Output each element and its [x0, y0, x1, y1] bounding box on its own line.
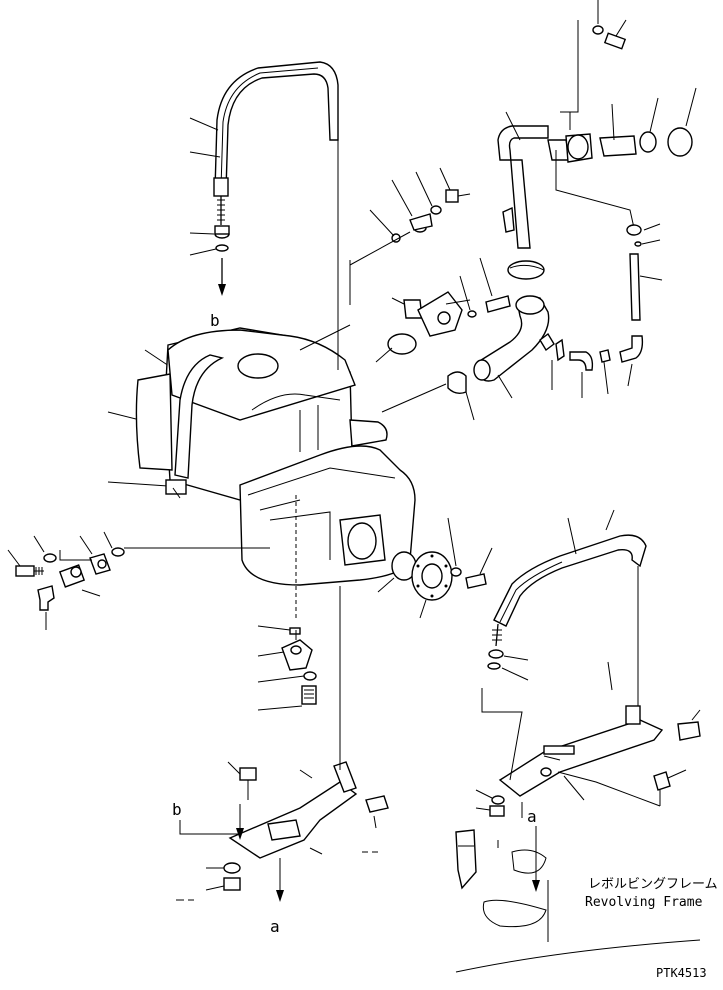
label-a-right: a [527, 807, 537, 826]
label-b-top: b [210, 311, 220, 330]
fuel-tank [135, 327, 416, 620]
tank-strap-left [213, 61, 339, 225]
drain-fittings [257, 625, 317, 711]
frame-label-en: Revolving Frame [585, 895, 703, 910]
frame-label-jp: レボルビングフレーム [588, 877, 718, 892]
bottom-bracket-right [455, 661, 701, 973]
hose-assembly [381, 0, 697, 421]
bottom-bracket-left [179, 586, 389, 902]
leader-line [299, 324, 351, 351]
port-flange [377, 517, 493, 619]
left-fittings [7, 531, 270, 630]
drawing-code: PTK4513 [656, 966, 707, 980]
leader-lines-left [107, 117, 221, 487]
label-a-bottom: a [270, 917, 280, 936]
sender-unit [349, 167, 511, 363]
tank-strap-right [487, 509, 647, 706]
strap-nut-washer [214, 225, 230, 296]
label-b-bottom: b [172, 800, 182, 819]
